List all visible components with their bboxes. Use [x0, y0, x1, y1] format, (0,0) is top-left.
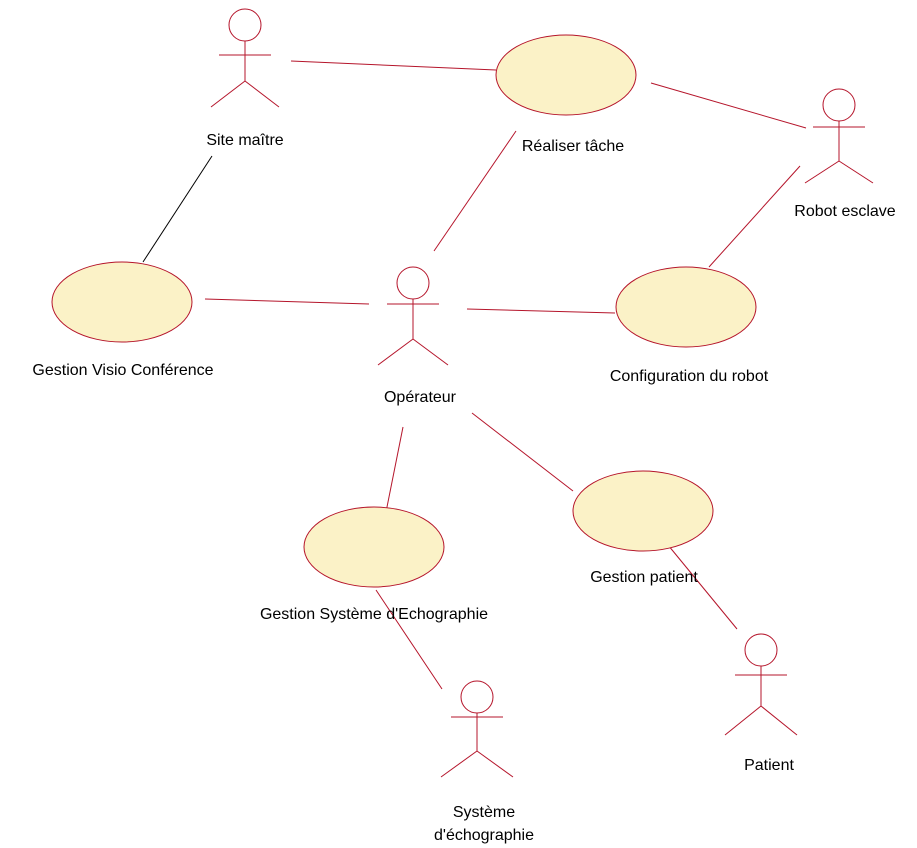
- usecase-gestion-patient[interactable]: [572, 470, 714, 552]
- usecase-label-gestion-visio: Gestion Visio Conférence: [32, 362, 213, 379]
- assoc-operateur-configuration: [466, 308, 616, 314]
- assoc-gestion-patient-patient: [667, 544, 738, 630]
- usecase-label-gestion-patient: Gestion patient: [590, 569, 698, 586]
- actor-label-operateur: Opérateur: [384, 389, 457, 406]
- actor-head: [460, 680, 494, 714]
- actor-leg-right: [838, 160, 874, 184]
- actor-operateur[interactable]: [377, 266, 449, 366]
- actor-systeme-echographie[interactable]: [440, 680, 514, 778]
- assoc-gestion-echographie-systeme: [375, 589, 443, 690]
- actor-label-systeme-echographie-line2: d'échographie: [434, 827, 534, 844]
- actor-leg-left: [440, 750, 478, 778]
- assoc-operateur-realiser-tache: [433, 130, 517, 252]
- assoc-operateur-gestion-echographie: [385, 426, 404, 513]
- assoc-gestion-visio-operateur: [204, 298, 370, 305]
- actor-leg-left: [210, 80, 246, 108]
- actor-head: [822, 88, 856, 122]
- actor-patient[interactable]: [724, 633, 798, 736]
- actor-leg-left: [377, 338, 414, 366]
- actor-robot-esclave[interactable]: [804, 88, 874, 184]
- usecase-label-configuration-robot: Configuration du robot: [610, 368, 769, 385]
- assoc-realiser-tache-robot-esclave: [650, 82, 807, 129]
- actor-label-patient: Patient: [744, 757, 794, 774]
- actor-leg-right: [476, 750, 514, 778]
- actor-label-systeme-echographie-line1: Système: [453, 804, 515, 821]
- actor-leg-left: [804, 160, 840, 184]
- actor-head: [228, 8, 262, 42]
- actor-leg-right: [760, 705, 798, 736]
- actor-head: [396, 266, 430, 300]
- labels: Site maître Réaliser tâche Robot esclave…: [32, 132, 895, 844]
- usecase-gestion-echographie[interactable]: [303, 506, 445, 588]
- usecase-label-gestion-echographie: Gestion Système d'Echographie: [260, 606, 488, 623]
- assoc-site-maitre-gestion-visio: [142, 155, 213, 263]
- actor-leg-right: [412, 338, 449, 366]
- actor-site-maitre[interactable]: [210, 8, 280, 108]
- actor-leg-left: [724, 705, 762, 736]
- actor-head: [744, 633, 778, 667]
- associations: [142, 60, 807, 690]
- actor-leg-right: [244, 80, 280, 108]
- assoc-site-maitre-realiser-tache: [290, 60, 497, 71]
- assoc-operateur-gestion-patient: [471, 412, 574, 492]
- usecase-gestion-visio[interactable]: [51, 261, 193, 343]
- actor-label-site-maitre: Site maître: [206, 132, 283, 149]
- usecase-label-realiser-tache: Réaliser tâche: [522, 138, 624, 155]
- actor-label-robot-esclave: Robot esclave: [794, 203, 895, 220]
- usecases: [51, 34, 757, 588]
- usecase-configuration-robot[interactable]: [615, 266, 757, 348]
- usecase-realiser-tache[interactable]: [495, 34, 637, 116]
- assoc-configuration-robot-esclave: [708, 165, 801, 268]
